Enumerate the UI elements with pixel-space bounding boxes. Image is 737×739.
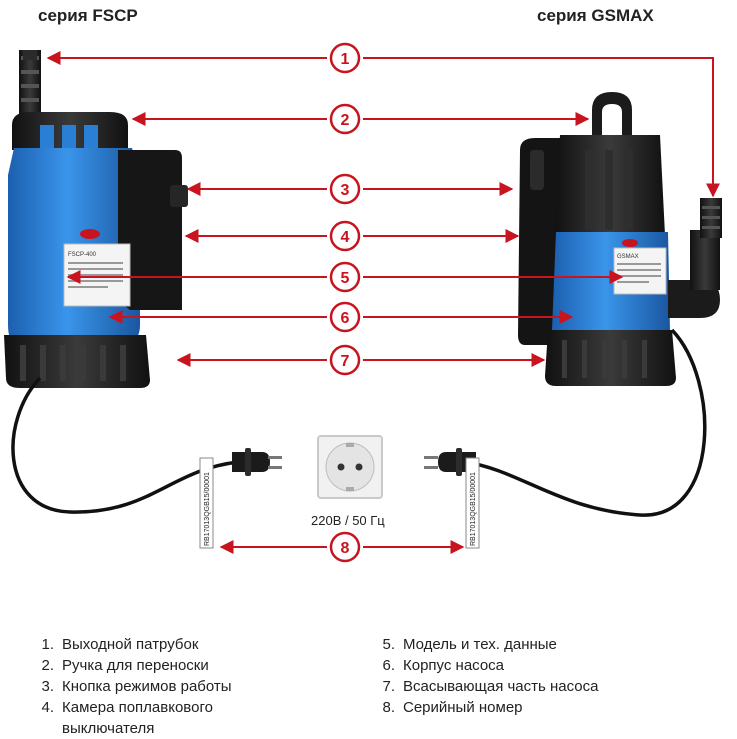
right-serial-strip: RB17013QGB15/00001 [465,457,480,549]
legend-item-text: Камера поплавкового выключателя [62,699,213,737]
wall-socket [317,435,383,499]
left-serial-strip: RB17013QGB15/00001 [199,457,214,549]
legend-item-number: 3. [41,678,54,695]
right-power-cable [464,328,707,517]
legend-item-number: 5. [382,636,395,653]
callout-1-number: 1 [341,51,350,68]
legend-item-text: Модель и тех. данные [403,636,557,653]
legend-item: 7. Всасывающая часть насоса [371,676,711,697]
left-float-chamber [118,150,182,310]
callout-4-number: 4 [341,229,350,246]
right-outlet-pipe [668,198,722,318]
left-outlet-pipe [19,50,41,125]
left-mode-button [170,185,188,207]
legend-left: 1. Выходной патрубок 2. Ручка для перено… [30,634,330,739]
legend-item: 4. Камера поплавкового выключателя [30,697,330,739]
legend-item-number: 2. [41,657,54,674]
callout-7-number: 7 [341,353,350,370]
left-series-title: серия FSCP [38,6,138,25]
callout-2: 2 [329,103,361,135]
callout-8: 8 [329,531,361,563]
left-pump: FSCP-400 [4,50,188,388]
right-carry-handle [592,92,632,135]
legend-item-text: Выходной патрубок [62,636,199,653]
callout-3: 3 [329,173,361,205]
arrow-1-right [363,57,720,198]
legend-item: 6. Корпус насоса [371,655,711,676]
socket-voltage-label: 220В / 50 Гц [311,513,385,528]
legend-item-text: Кнопка режимов работы [62,678,232,695]
callout-circles: 1 2 3 4 5 6 7 8 [329,42,361,563]
callout-5-number: 5 [341,270,350,287]
right-pump: GSMAX [518,92,722,386]
callout-1: 1 [329,42,361,74]
callout-6: 6 [329,301,361,333]
legend-item-text: Серийный номер [403,699,523,716]
right-series-title: серия GSMAX [537,6,654,25]
legend-item: 1. Выходной патрубок [30,634,330,655]
legend-item: 5. Модель и тех. данные [371,634,711,655]
legend-item: 8. Серийный номер [371,697,711,718]
legend-item: 3. Кнопка режимов работы [30,676,330,697]
callout-arrows [46,51,720,554]
legend-item-number: 7. [382,678,395,695]
legend-item-text: Всасывающая часть насоса [403,678,599,695]
right-serial-number: RB17013QGB15/00001 [470,472,477,546]
legend-item: 2. Ручка для переноски [30,655,330,676]
legend-item-number: 8. [382,699,395,716]
right-model-label-text: GSMAX [617,254,639,260]
callout-2-number: 2 [341,112,350,129]
legend-item-text: Ручка для переноски [62,657,209,674]
left-power-cable [11,376,239,514]
legend-item-text: Корпус насоса [403,657,505,674]
callout-3-number: 3 [341,182,350,199]
legend-item-number: 4. [41,699,54,716]
legend-right: 5. Модель и тех. данные 6. Корпус насоса… [371,634,711,718]
callout-5: 5 [329,261,361,293]
callout-4: 4 [329,220,361,252]
callout-6-number: 6 [341,310,350,327]
callout-7: 7 [329,344,361,376]
legend-item-number: 1. [41,636,54,653]
left-serial-number: RB17013QGB15/00001 [204,472,211,546]
left-model-label-text: FSCP-400 [68,252,97,258]
callout-8-number: 8 [341,540,350,557]
legend-item-number: 6. [382,657,395,674]
left-plug [232,448,282,476]
